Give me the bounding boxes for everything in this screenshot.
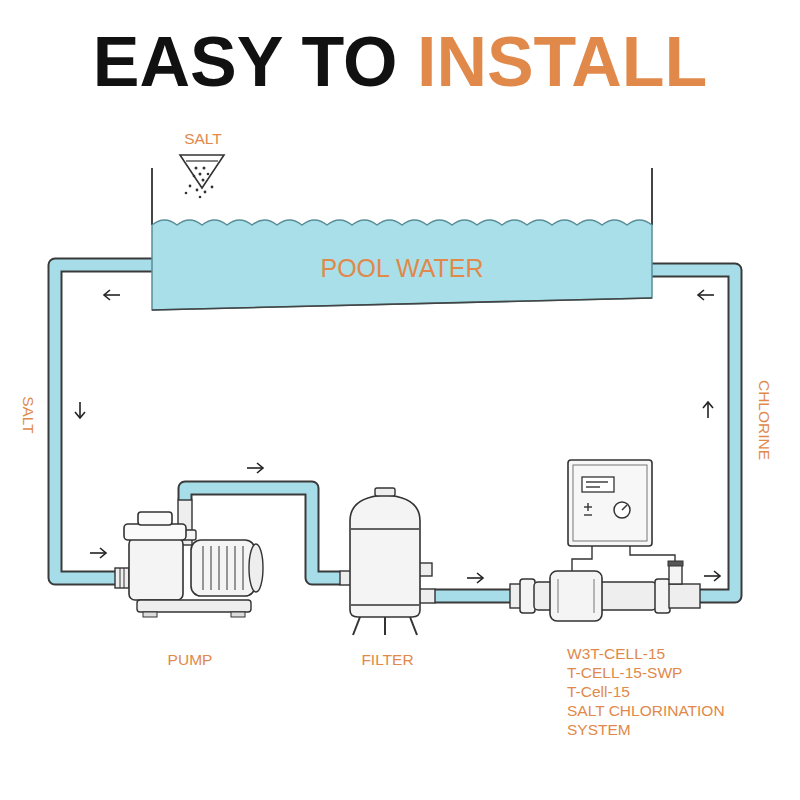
node-label: SALT CHLORINATION SYSTEM <box>567 701 755 739</box>
text-group: W3T-CELL-15T-CELL-15-SWPT-Cell-15SALT CH… <box>567 455 755 739</box>
pipe-connector <box>435 573 510 596</box>
title-bar: EASY TO INSTALL <box>0 20 800 104</box>
pump-node: PUMP <box>115 500 265 675</box>
text-group: PUMP <box>115 500 265 669</box>
filter-node: FILTER <box>340 485 435 675</box>
node-label: W3T-CELL-15 <box>567 644 755 663</box>
filter-shape <box>340 485 435 637</box>
pool-water-node: POOL WATER <box>152 215 652 310</box>
node-label: T-Cell-15 <box>567 682 755 701</box>
pump-shape <box>115 500 265 620</box>
salt-chlorinator-shape <box>510 455 700 625</box>
flow-label: CHLORINE <box>755 380 773 460</box>
title: EASY TO INSTALL <box>93 20 708 104</box>
salt-label: SALT <box>184 130 222 148</box>
node-label: PUMP <box>115 650 265 669</box>
flow-label: SALT <box>19 396 37 434</box>
pool-walls <box>152 168 652 225</box>
node-label: POOL WATER <box>152 253 652 283</box>
node-label: T-CELL-15-SWP <box>567 663 755 682</box>
pipe-connector <box>652 270 735 596</box>
node-label: FILTER <box>340 650 435 669</box>
salt-chlorinator-node: W3T-CELL-15T-CELL-15-SWPT-Cell-15SALT CH… <box>510 455 700 740</box>
text-group: FILTER <box>340 485 435 669</box>
salt-funnel <box>180 155 224 198</box>
text-group: POOL WATER <box>152 215 652 283</box>
